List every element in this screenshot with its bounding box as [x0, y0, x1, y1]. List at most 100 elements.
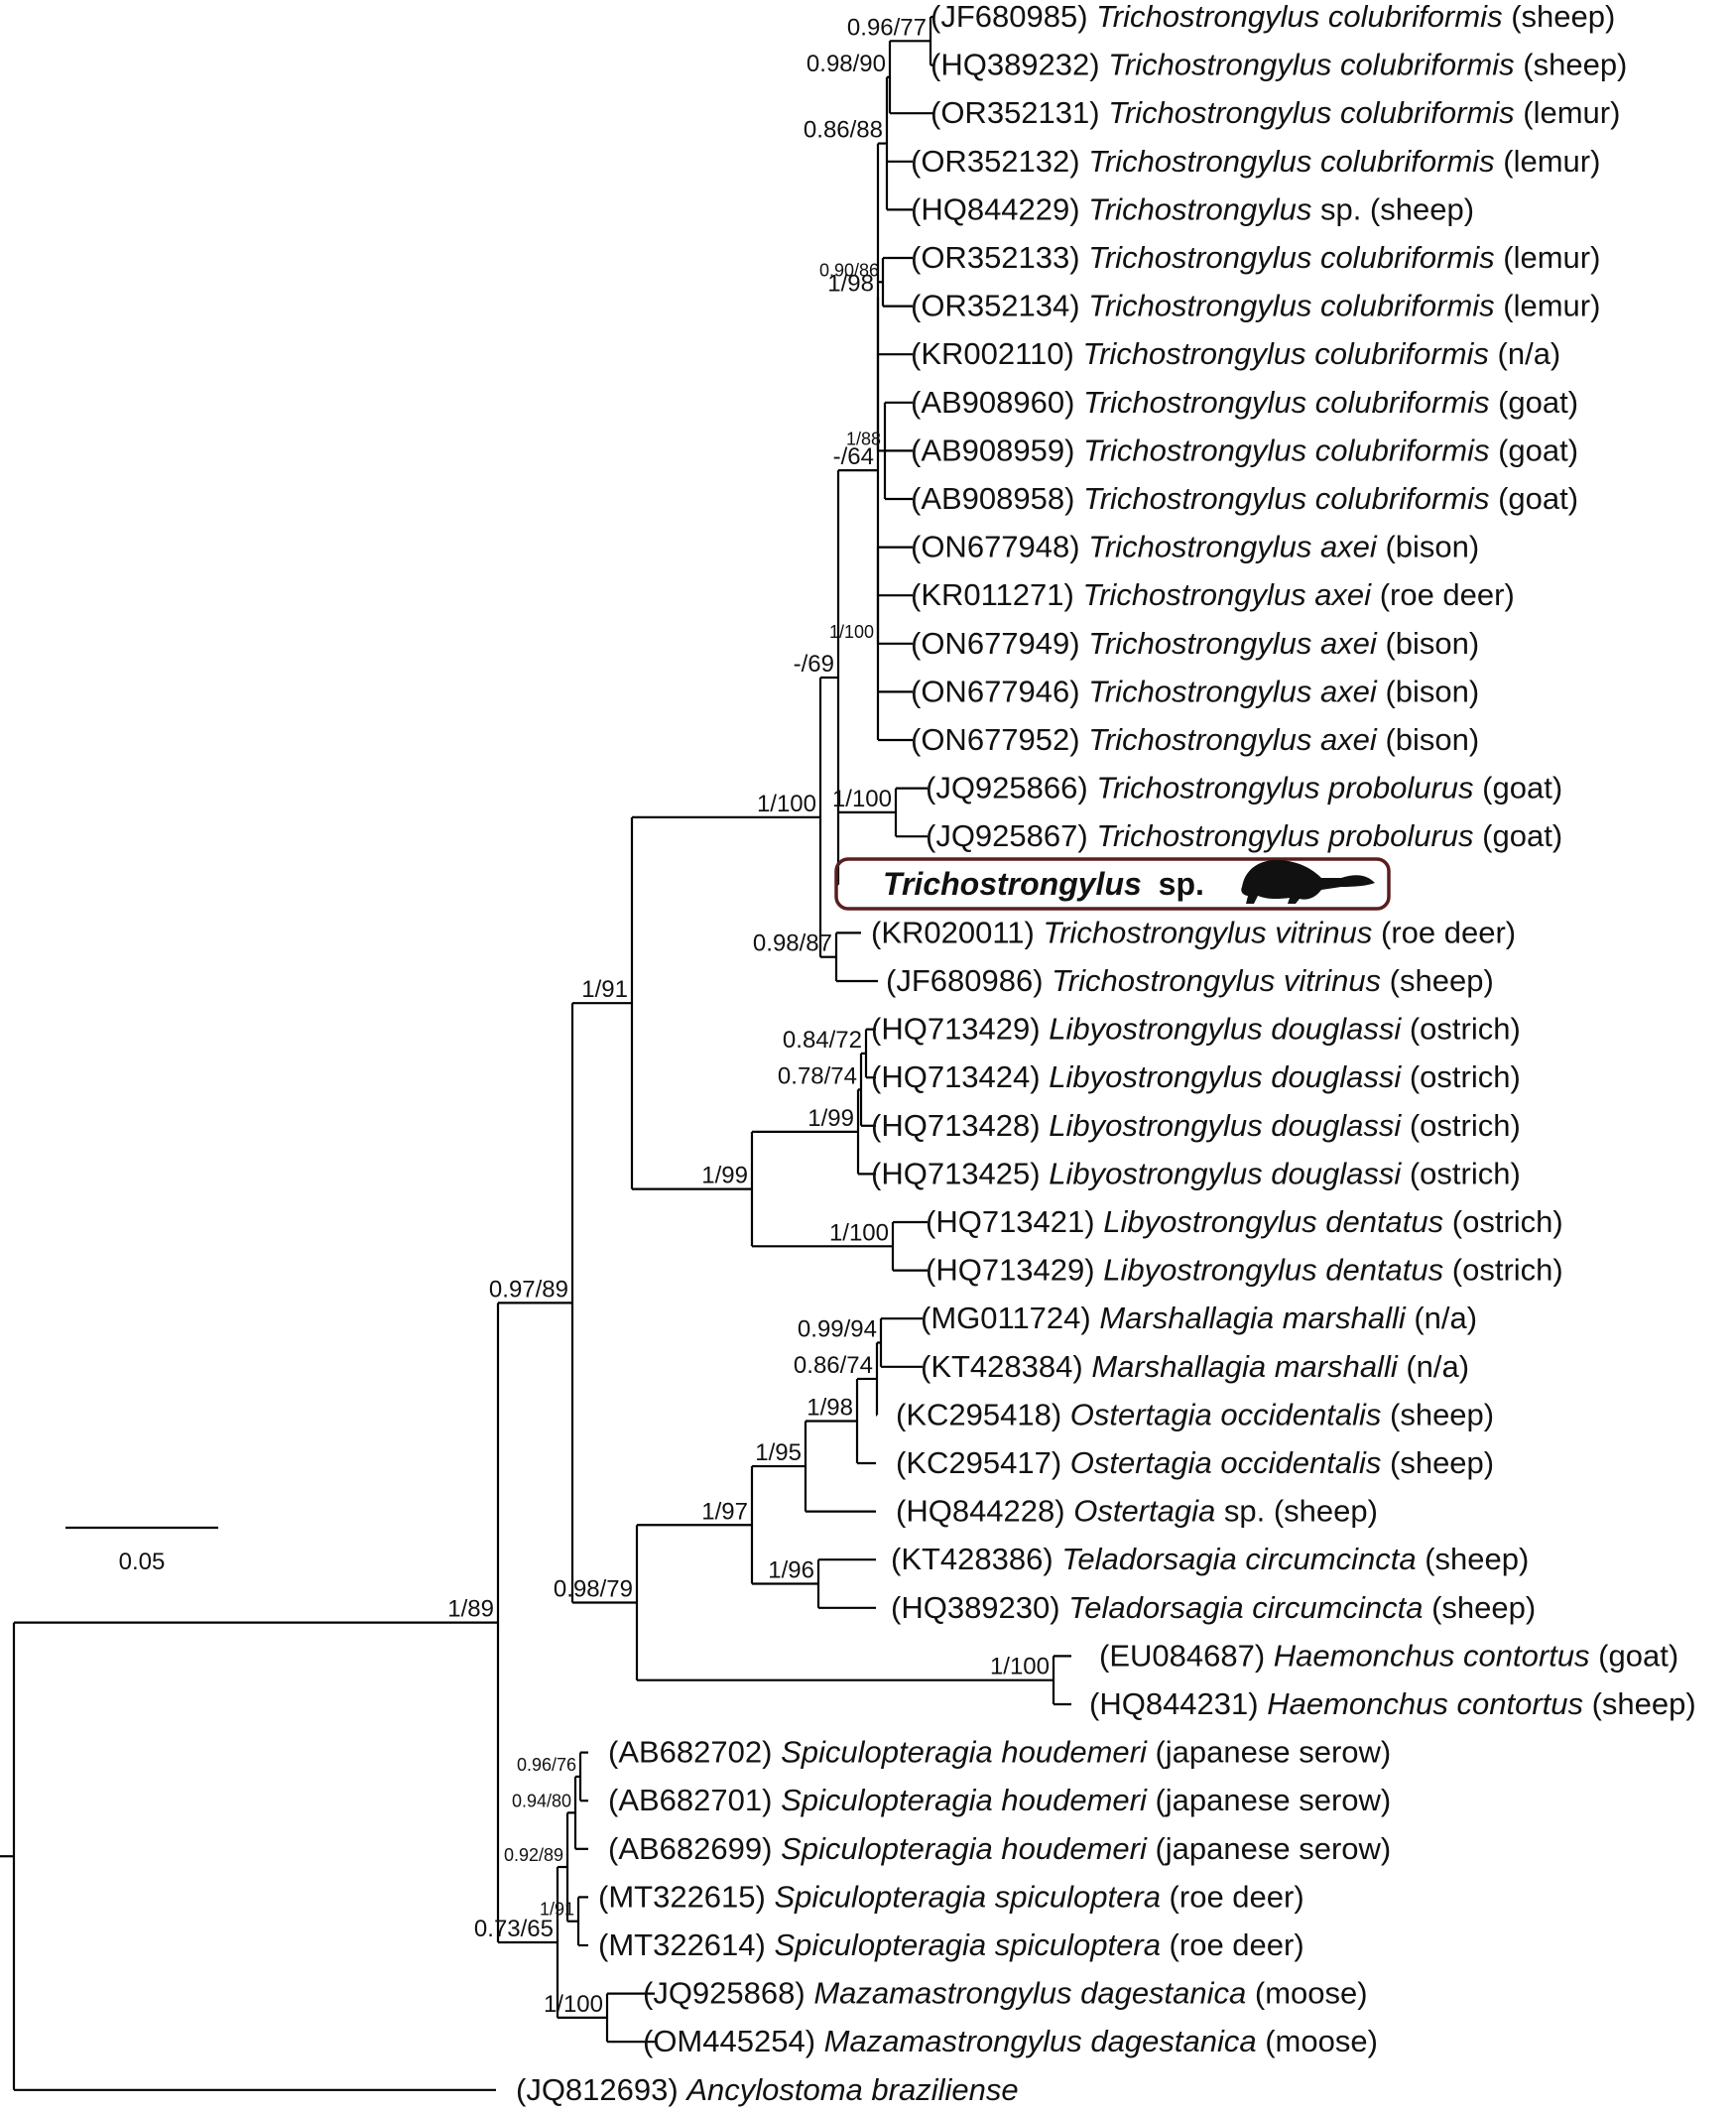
leaf-accession: (MG011724) [921, 1301, 1099, 1335]
leaf-species: Haemonchus contortus [1274, 1638, 1590, 1673]
leaf-species: Teladorsagia circumcincta [1061, 1542, 1416, 1576]
highlight-label: Trichostrongylus sp. [883, 866, 1204, 902]
leaf-host: (sheep) [1381, 1397, 1494, 1431]
leaf-accession: (JF680986) [886, 963, 1052, 998]
leaf-label: (KT428386) Teladorsagia circumcincta (sh… [891, 1542, 1529, 1576]
leaf-host: (sheep) [1583, 1686, 1696, 1721]
leaf-accession: (JQ812693) [516, 2072, 686, 2107]
leaf-label: (MT322615) Spiculopteragia spiculoptera … [598, 1879, 1304, 1914]
leaf-label: (HQ389232) Trichostrongylus colubriformi… [930, 48, 1627, 82]
leaf-accession: (HQ713428) [871, 1108, 1049, 1143]
leaf-host: (bison) [1377, 722, 1479, 757]
leaf-host: (sheep) [1515, 48, 1628, 82]
leaf-label: (MT322614) Spiculopteragia spiculoptera … [598, 1927, 1304, 1962]
leaf-species: Libyostrongylus douglassi [1049, 1156, 1402, 1190]
leaf-label: (KR020011) Trichostrongylus vitrinus (ro… [871, 915, 1516, 949]
leaf-label: (HQ713421) Libyostrongylus dentatus (ost… [926, 1204, 1563, 1239]
leaf-species: Trichostrongylus colubriformis [1108, 95, 1514, 130]
support-value: 0.92/89 [504, 1845, 563, 1865]
leaf-label: (ON677949) Trichostrongylus axei (bison) [911, 626, 1479, 661]
leaf-accession: (KC295417) [896, 1445, 1070, 1480]
leaf-host: (goat) [1490, 481, 1579, 516]
leaf-accession: (OM445254) [643, 2024, 824, 2058]
leaf-host: (ostrich) [1401, 1156, 1521, 1190]
leaf-host: (lemur) [1495, 240, 1601, 275]
support-value: 0.96/76 [517, 1755, 576, 1775]
leaf-species: Trichostrongylus colubriformis [1083, 481, 1489, 516]
leaf-label: (HQ713428) Libyostrongylus douglassi (os… [871, 1108, 1521, 1143]
leaf-species: Spiculopteragia houdemeri [781, 1783, 1148, 1817]
support-value: 1/89 [447, 1596, 494, 1623]
leaf-species: Marshallagia marshalli [1099, 1301, 1407, 1335]
leaf-host: (ostrich) [1443, 1253, 1563, 1288]
leaf-label: (HQ844228) Ostertagia sp. (sheep) [896, 1494, 1378, 1529]
highlight-box [834, 857, 1391, 911]
leaf-accession: (KT428386) [891, 1542, 1061, 1576]
leaf-label: (HQ713429) Libyostrongylus dentatus (ost… [926, 1253, 1563, 1288]
leaf-species: Ostertagia occidentalis [1070, 1445, 1382, 1480]
leaf-host: (n/a) [1398, 1349, 1469, 1384]
support-value: 0.86/88 [804, 117, 883, 144]
leaf-accession: (ON677949) [911, 626, 1088, 661]
leaf-label: (MG011724) Marshallagia marshalli (n/a) [921, 1301, 1477, 1335]
leaf-host: (sheep) [1265, 1494, 1378, 1529]
leaf-species: Libyostrongylus douglassi [1049, 1108, 1402, 1143]
leaf-host: (lemur) [1495, 289, 1601, 323]
support-value: 0.96/77 [847, 14, 927, 41]
leaf-label: (HQ844231) Haemonchus contortus (sheep) [1089, 1686, 1696, 1721]
leaf-accession: (AB682701) [608, 1783, 781, 1817]
leaf-species: Haemonchus contortus [1267, 1686, 1583, 1721]
leaf-label: (KT428384) Marshallagia marshalli (n/a) [921, 1349, 1469, 1384]
leaf-host: (sheep) [1503, 0, 1616, 34]
leaf-host: (sheep) [1361, 191, 1474, 226]
leaf-host: (bison) [1377, 674, 1479, 708]
leaf-species: Mazamastrongylus dagestanica [813, 1976, 1246, 2011]
leaf-host: (moose) [1246, 1976, 1367, 2011]
leaf-label: (HQ713424) Libyostrongylus douglassi (os… [871, 1059, 1521, 1094]
support-value: 1/99 [701, 1163, 748, 1189]
support-value: 1/100 [544, 1991, 603, 2018]
leaf-host: (bison) [1377, 530, 1479, 564]
leaf-label: (OR352132) Trichostrongylus colubriformi… [911, 144, 1600, 179]
leaf-accession: (JF680985) [930, 0, 1096, 34]
support-value: 1/88 [846, 429, 881, 448]
leaf-accession: (OR352134) [911, 289, 1088, 323]
leaf-species-qualifier: sp. [1311, 191, 1361, 226]
leaf-label: (AB682702) Spiculopteragia houdemeri (ja… [608, 1735, 1391, 1770]
leaf-label: (AB908958) Trichostrongylus colubriformi… [911, 481, 1578, 516]
support-value: 0.73/65 [474, 1916, 554, 1942]
leaf-accession: (HQ844231) [1089, 1686, 1267, 1721]
leaf-accession: (KT428384) [921, 1349, 1091, 1384]
support-value: -/64 [833, 443, 874, 470]
leaf-label: (KR002110) Trichostrongylus colubriformi… [911, 336, 1560, 371]
leaf-host: (goat) [1490, 433, 1579, 467]
leaf-host: (japanese serow) [1147, 1831, 1391, 1866]
leaf-label: (HQ713425) Libyostrongylus douglassi (os… [871, 1156, 1521, 1190]
scale-bar: 0.05 [65, 1526, 218, 1575]
support-value: 0.99/94 [798, 1316, 877, 1343]
leaf-species: Trichostrongylus colubriformis [1083, 385, 1489, 420]
leaf-accession: (MT322614) [598, 1927, 774, 1962]
leaf-accession: (AB908958) [911, 481, 1083, 516]
leaf-label: (KR011271) Trichostrongylus axei (roe de… [911, 577, 1515, 612]
leaf-host: (sheep) [1381, 1445, 1494, 1480]
beaver-silhouette-icon [1241, 859, 1375, 904]
support-value: 0.78/74 [778, 1062, 857, 1089]
leaf-label: (ON677952) Trichostrongylus axei (bison) [911, 722, 1479, 757]
leaf-species: Trichostrongylus colubriformis [1096, 0, 1502, 34]
highlighted-taxon: Trichostrongylus sp. [834, 857, 1391, 911]
leaf-label: (KC295418) Ostertagia occidentalis (shee… [896, 1397, 1494, 1431]
leaf-label: (JQ925866) Trichostrongylus probolurus (… [926, 771, 1562, 806]
leaf-accession: (HQ713424) [871, 1059, 1049, 1094]
leaf-label: (AB682701) Spiculopteragia houdemeri (ja… [608, 1783, 1391, 1817]
leaf-label: (AB908960) Trichostrongylus colubriformi… [911, 385, 1578, 420]
leaf-accession: (HQ389232) [930, 48, 1108, 82]
leaf-accession: (MT322615) [598, 1879, 774, 1914]
leaf-label: (JF680985) Trichostrongylus colubriformi… [930, 0, 1615, 34]
leaf-species: Trichostrongylus axei [1088, 722, 1378, 757]
support-value: 0.98/90 [806, 51, 886, 77]
leaf-species: Trichostrongylus colubriformis [1108, 48, 1514, 82]
support-value: 0.90/86 [819, 260, 879, 280]
leaf-label: (OR352133) Trichostrongylus colubriformi… [911, 240, 1600, 275]
leaf-accession: (HQ389230) [891, 1590, 1068, 1625]
